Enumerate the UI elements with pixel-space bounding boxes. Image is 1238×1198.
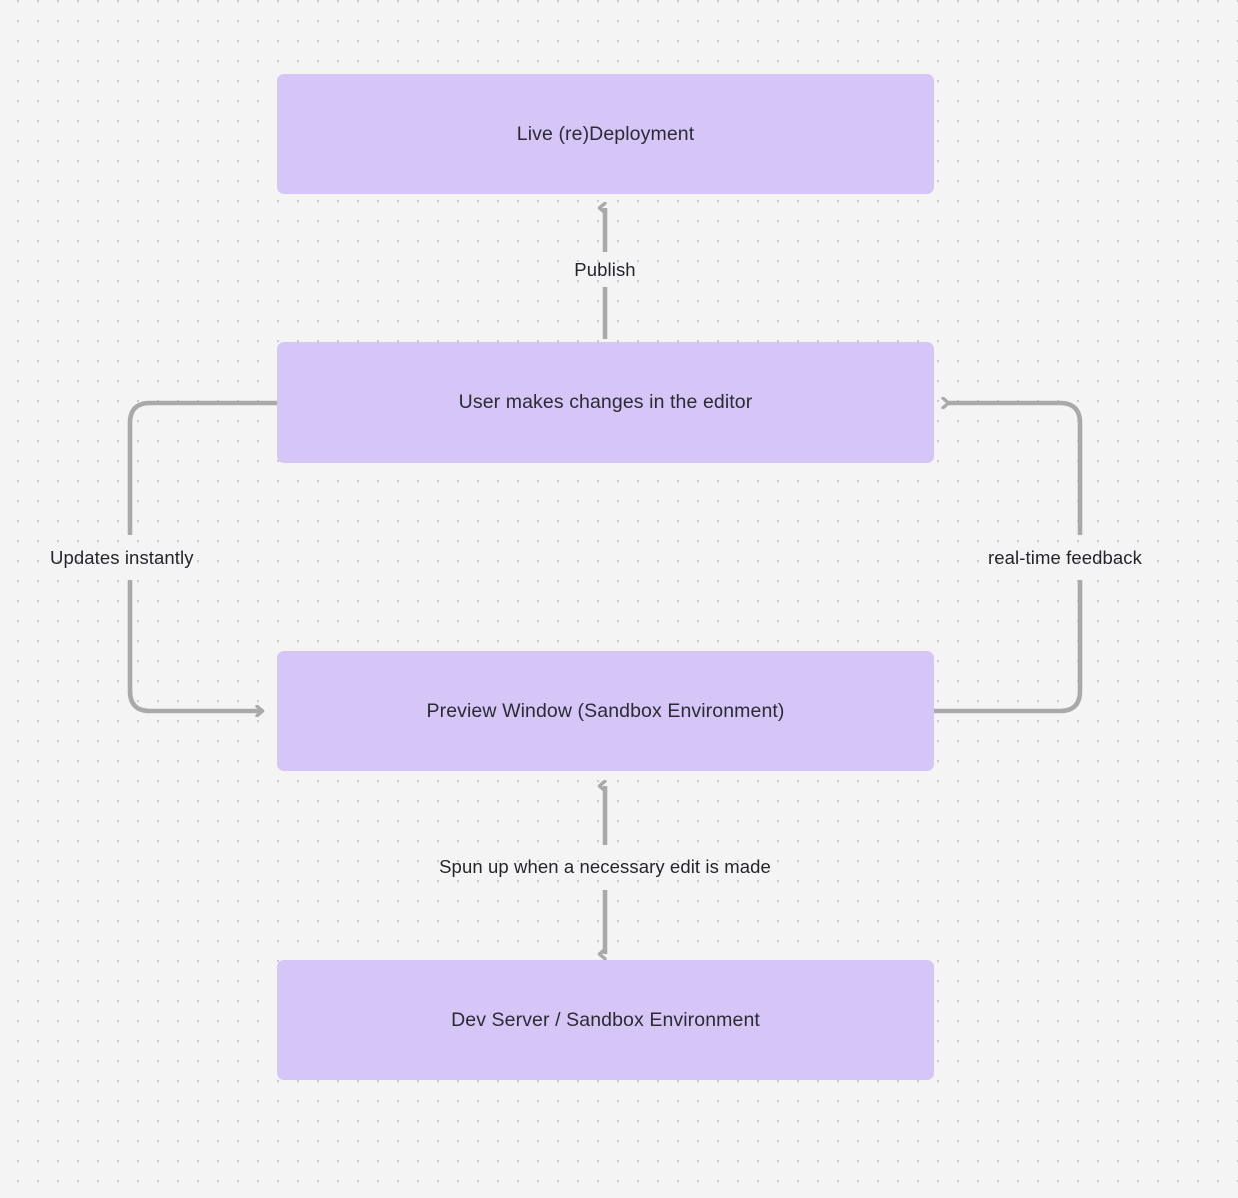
edge-label-real-time-feedback: real-time feedback [988, 546, 1142, 568]
edge-label-updates-instantly: Updates instantly [50, 546, 194, 568]
node-live-deployment[interactable]: Live (re)Deployment [277, 74, 934, 194]
node-preview-window-label: Preview Window (Sandbox Environment) [426, 699, 785, 722]
node-live-deployment-label: Live (re)Deployment [516, 122, 695, 145]
node-user-edits-label: User makes changes in the editor [458, 391, 753, 414]
node-dev-server[interactable]: Dev Server / Sandbox Environment [277, 960, 934, 1080]
edge-real-time-feedback-upper [949, 403, 1083, 535]
edge-real-time-feedback-lower [933, 580, 1083, 714]
node-user-edits[interactable]: User makes changes in the editor [277, 342, 934, 463]
edge-label-publish: Publish [574, 258, 636, 280]
edge-updates-instantly-lower [127, 580, 263, 711]
node-preview-window[interactable]: Preview Window (Sandbox Environment) [277, 651, 934, 771]
node-dev-server-label: Dev Server / Sandbox Environment [451, 1008, 760, 1031]
edge-label-spun-up: Spun up when a necessary edit is made [439, 855, 771, 877]
edge-updates-instantly-upper [127, 400, 277, 535]
